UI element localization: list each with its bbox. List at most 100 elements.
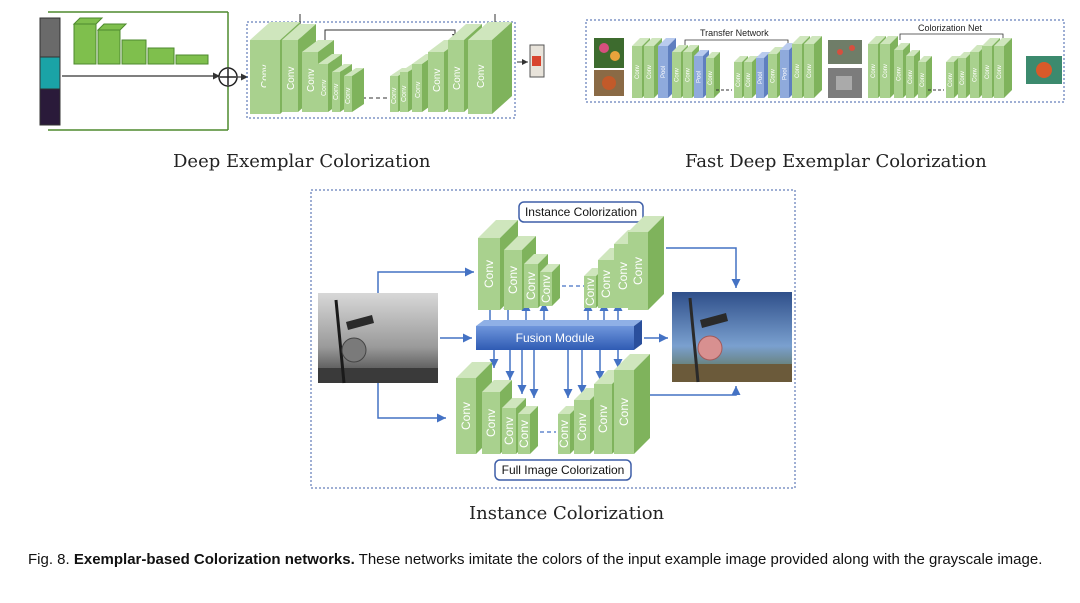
pool-label: Pool (758, 72, 764, 84)
fusion-module-label: Fusion Module (516, 331, 595, 345)
conv-label: Conv (452, 67, 463, 90)
figure-caption-text: These networks imitate the colors of the… (358, 551, 1043, 568)
conv-label: Conv (524, 272, 538, 300)
conv-label: Conv (286, 67, 297, 90)
conv-label: Conv (708, 71, 714, 85)
figure-caption: Fig. 8. Exemplar-based Colorization netw… (28, 550, 1068, 569)
colorization-net-label: Colorization Net (918, 23, 983, 33)
conv-label: Conv (647, 65, 653, 79)
conv-block: Conv (906, 50, 920, 98)
conv-label: Conv (920, 73, 926, 87)
deep-exemplar-diagram: Conv Conv Conv Conv Conv Conv Conv Conv … (39, 11, 545, 131)
conv-label: Conv (807, 64, 813, 78)
conv-label: Conv (575, 413, 589, 441)
conv-label: Conv (883, 64, 889, 78)
conv-label: Conv (960, 71, 966, 85)
transfer-network-label: Transfer Network (700, 28, 769, 38)
conv-block: Conv (628, 216, 664, 310)
conv-label: Conv (345, 87, 352, 104)
conv-label: Conv (617, 398, 631, 426)
conv-block: Conv (918, 56, 932, 98)
conv-label: Conv (476, 65, 487, 88)
conv-label: Conv (306, 69, 317, 92)
instance-colorization-frame (310, 189, 796, 489)
conv-label: Conv (583, 278, 597, 306)
conv-label: Conv (973, 68, 979, 82)
conv-label: Conv (539, 275, 553, 303)
conv-label: Conv (599, 270, 613, 298)
pool-block: Pool (756, 52, 770, 98)
fast-deep-exemplar-caption: Fast Deep Exemplar Colorization (685, 151, 987, 172)
conv-label: Conv (432, 69, 443, 92)
conv-label: Conv (484, 409, 498, 437)
figure-canvas: Conv Conv Conv Conv Conv Conv Conv Conv … (39, 11, 1065, 489)
instance-arrows (377, 247, 741, 423)
conv-label: Conv (616, 262, 630, 290)
conv-label: Conv (596, 405, 610, 433)
deep-exemplar-convs: Conv Conv Conv Conv Conv Conv Conv Conv … (250, 22, 512, 114)
conv-block: Conv (614, 354, 650, 454)
deep-exemplar-caption: Deep Exemplar Colorization (173, 151, 431, 172)
conv-label: Conv (736, 73, 742, 87)
conv-block: Conv (744, 56, 758, 98)
input-image-gray (39, 17, 61, 59)
conv-label: Conv (459, 402, 473, 430)
conv-label: Conv (401, 85, 408, 102)
conv-block: Conv (958, 52, 972, 98)
conv-label: Conv (482, 260, 496, 288)
conv-label: Conv (746, 73, 752, 87)
conv-label: Conv (506, 266, 520, 294)
conv-label: Conv (897, 67, 903, 81)
conv-label: Conv (686, 68, 692, 82)
conv-block: Conv (946, 56, 960, 98)
pool-label: Pool (697, 71, 703, 83)
conv-label: Conv (635, 65, 641, 79)
conv-label: Conv (948, 73, 954, 87)
full-image-colorization-box (494, 459, 632, 481)
input-photo-flowers (594, 38, 624, 68)
conv-label: Conv (675, 68, 681, 82)
input-grayscale-photo (318, 293, 438, 384)
conv-label: Conv (260, 65, 271, 88)
pyramid-bars (72, 17, 209, 65)
conv-block: Conv (517, 406, 538, 454)
conv-label: Conv (391, 87, 398, 104)
deep-exemplar-frame (246, 21, 516, 119)
conv-label: Conv (333, 83, 340, 100)
conv-block: Conv (468, 22, 512, 114)
conv-label: Conv (321, 79, 328, 96)
instance-colorization-box (518, 201, 644, 223)
instance-colorization-label: Instance Colorization (525, 205, 637, 219)
conv-label: Conv (631, 257, 645, 285)
instance-colorization-caption: Instance Colorization (469, 503, 665, 524)
conv-label: Conv (517, 420, 531, 448)
figure-caption-title: Exemplar-based Colorization networks. (73, 551, 355, 568)
conv-label: Conv (871, 64, 877, 78)
conv-label: Conv (985, 65, 991, 79)
pool-label: Pool (661, 66, 667, 78)
conv-label: Conv (795, 64, 801, 78)
conv-block: Conv (539, 264, 560, 306)
conv-block: Conv (344, 68, 364, 112)
input-image-teal (39, 56, 61, 90)
conv-block: Conv (994, 38, 1012, 98)
conv-block (264, 22, 300, 114)
conv-label: Conv (997, 65, 1003, 79)
conv-block: Conv (804, 36, 822, 98)
conv-label: Conv (771, 69, 777, 83)
output-color-photo (672, 292, 792, 383)
instance-colorization-diagram: Instance Colorization Full Image Coloriz… (310, 189, 796, 489)
figure-number: Fig. 8. (28, 551, 70, 568)
fusion-module: Fusion Module (476, 320, 642, 350)
conv-label: Conv (502, 417, 516, 445)
conv-label: Conv (908, 70, 914, 84)
input-image-dark (39, 88, 61, 126)
pool-label: Pool (783, 68, 789, 80)
conv-block: Conv (706, 52, 720, 98)
conv-label: Conv (415, 81, 422, 98)
full-image-colorization-label: Full Image Colorization (502, 463, 625, 477)
conv-label: Conv (557, 420, 571, 448)
